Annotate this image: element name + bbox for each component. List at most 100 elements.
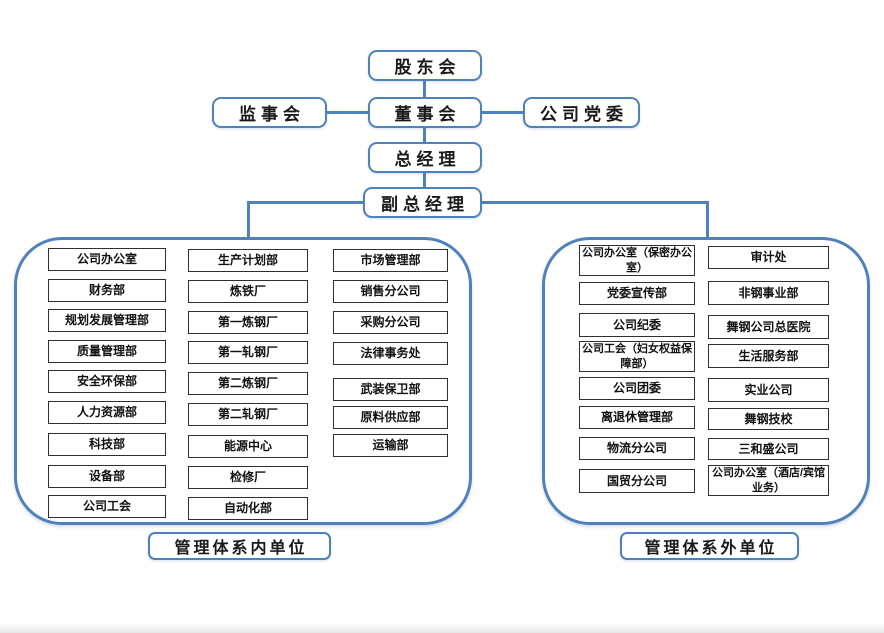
org-unit-box: 市场管理部 [333,249,448,272]
org-unit-label: 公司办公室（酒店/宾馆业务） [711,467,826,494]
org-unit-label: 公司办公室 [76,252,137,267]
org-unit-box: 公司工会（妇女权益保障部） [579,341,695,372]
org-unit-label: 人力资源部 [76,405,137,420]
org-unit-label: 公司团委 [612,381,661,396]
org-unit-box: 规划发展管理部 [48,309,166,332]
org-unit-label: 公司办公室（保密办公室） [582,247,692,274]
connector-line [247,201,250,238]
connector-line [480,111,525,114]
org-unit-box: 第二炼钢厂 [188,372,308,395]
org-unit-box: 法律事务处 [333,342,448,365]
org-unit-box: 党委宣传部 [579,282,695,305]
org-unit-box: 舞钢技校 [708,408,829,430]
org-unit-label: 武装保卫部 [360,382,421,397]
org-unit-label: 国贸分公司 [606,473,667,488]
org-unit-box: 第二轧钢厂 [188,403,308,426]
org-unit-box: 实业公司 [708,378,829,402]
org-unit-box: 运输部 [333,434,448,457]
org-unit-box: 生活服务部 [708,344,829,368]
org-unit-box: 财务部 [48,279,166,302]
org-unit-box: 公司办公室（保密办公室） [579,245,695,276]
page-bottom-shading [0,623,884,633]
org-unit-box: 采购分公司 [333,311,448,334]
org-unit-label: 生活服务部 [738,348,799,363]
connector-line [423,172,426,189]
org-unit-box: 检修厂 [188,466,308,489]
org-unit-label: 能源中心 [223,439,272,454]
connector-line [423,127,426,144]
org-unit-label: 第二炼钢厂 [217,376,278,391]
org-unit-box: 自动化部 [188,497,308,520]
org-unit-label: 规划发展管理部 [64,313,149,328]
node-general-manager: 总经理 [368,142,482,173]
org-unit-label: 检修厂 [229,470,266,485]
org-unit-label: 质量管理部 [76,344,137,359]
org-unit-box: 生产计划部 [188,249,308,272]
org-unit-label: 安全环保部 [76,374,137,389]
org-unit-box: 公司纪委 [579,313,695,337]
org-unit-label: 党委宣传部 [606,286,667,301]
org-unit-box: 公司团委 [579,377,695,400]
org-unit-label: 非钢事业部 [738,285,799,300]
org-unit-label: 采购分公司 [360,315,421,330]
org-unit-box: 武装保卫部 [333,378,448,401]
connector-line [247,201,365,204]
node-label: 副总经理 [381,195,469,214]
org-unit-box: 舞钢公司总医院 [708,315,829,339]
org-unit-label: 市场管理部 [360,253,421,268]
org-unit-box: 销售分公司 [333,280,448,303]
node-label: 董事会 [394,105,461,124]
org-unit-label: 第一炼钢厂 [217,315,278,330]
node-label: 监事会 [239,105,305,124]
connector-line [423,80,426,99]
org-unit-label: 销售分公司 [360,284,421,299]
label-internal-units: 管理体系内单位 [148,532,331,560]
org-unit-box: 质量管理部 [48,340,166,363]
org-unit-box: 公司工会 [48,495,166,518]
org-unit-label: 舞钢公司总医院 [726,319,811,334]
org-unit-box: 物流分公司 [579,437,695,460]
org-unit-box: 设备部 [48,465,166,488]
org-unit-box: 离退休管理部 [579,406,695,429]
node-label: 公司党委 [540,105,628,124]
org-unit-label: 实业公司 [744,382,793,397]
org-unit-box: 原料供应部 [333,406,448,429]
org-unit-label: 财务部 [88,283,125,298]
org-unit-label: 运输部 [372,438,409,453]
org-unit-box: 能源中心 [188,435,308,458]
node-supervisory-board: 监事会 [212,97,327,128]
node-board-of-directors: 董事会 [368,97,482,128]
org-unit-label: 审计处 [750,250,787,265]
org-unit-box: 公司办公室 [48,248,166,271]
org-unit-label: 原料供应部 [360,410,421,425]
node-shareholders: 股东会 [368,50,482,81]
org-unit-label: 生产计划部 [217,253,278,268]
connector-line [706,201,709,238]
connector-line [480,201,708,204]
node-label: 总经理 [394,150,461,169]
org-unit-label: 设备部 [88,469,125,484]
org-unit-label: 第一轧钢厂 [217,345,278,360]
group-label-text: 管理体系外单位 [644,540,778,557]
org-unit-label: 公司纪委 [612,317,661,332]
org-unit-label: 物流分公司 [606,441,667,456]
org-unit-box: 第一轧钢厂 [188,341,308,364]
org-unit-label: 第二轧钢厂 [217,407,278,422]
group-internal-units: 公司办公室财务部规划发展管理部质量管理部安全环保部人力资源部科技部设备部公司工会… [14,237,472,525]
node-deputy-general-manager: 副总经理 [363,187,482,218]
group-external-units: 公司办公室（保密办公室） 党委宣传部公司纪委公司工会（妇女权益保障部） 公司团委离退… [542,237,870,525]
org-unit-label: 公司工会（妇女权益保障部） [582,343,692,370]
org-unit-label: 舞钢技校 [744,411,793,426]
org-unit-label: 法律事务处 [360,346,421,361]
org-unit-box: 审计处 [708,246,829,269]
org-unit-label: 自动化部 [223,501,272,516]
org-unit-label: 三和盛公司 [738,441,799,456]
org-unit-box: 科技部 [48,433,166,456]
label-external-units: 管理体系外单位 [620,532,799,560]
org-unit-label: 离退休管理部 [600,410,673,425]
org-unit-box: 第一炼钢厂 [188,311,308,334]
org-unit-box: 人力资源部 [48,401,166,424]
node-party-committee: 公司党委 [523,97,640,128]
org-unit-label: 公司工会 [82,499,131,514]
